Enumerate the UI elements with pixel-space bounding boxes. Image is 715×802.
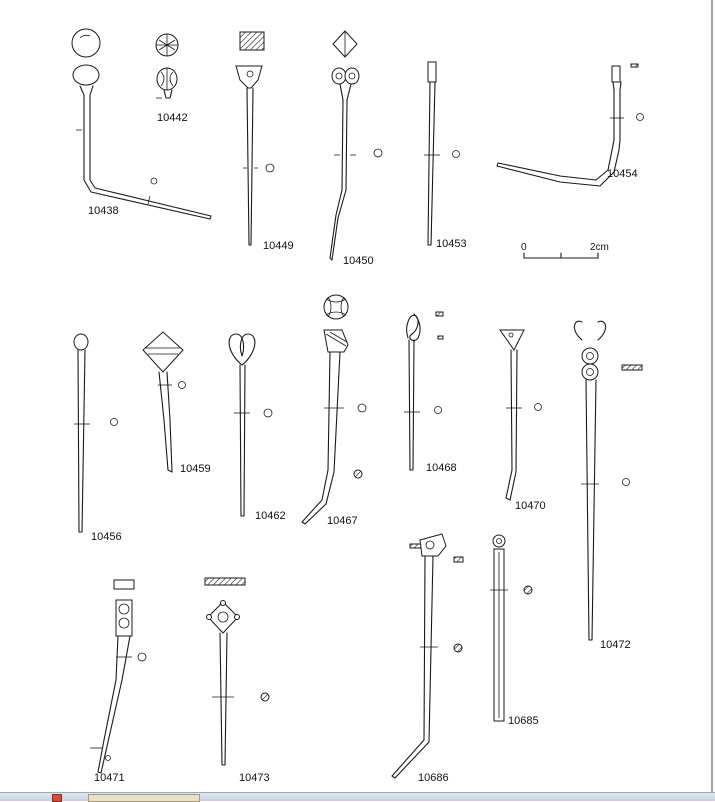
label-10449: 10449 [263, 240, 294, 252]
scale-bar [523, 252, 599, 259]
pin-10450 [329, 30, 383, 261]
label-10453: 10453 [436, 238, 467, 250]
label-10685: 10685 [508, 715, 539, 727]
pin-10470 [499, 329, 542, 501]
label-10459: 10459 [180, 463, 211, 475]
label-10471: 10471 [94, 772, 125, 784]
pin-10686 [391, 533, 464, 779]
pin-10468 [404, 311, 444, 471]
label-10462: 10462 [255, 510, 286, 522]
pin-10467 [301, 294, 367, 525]
pin-10442 [155, 33, 179, 99]
label-10473: 10473 [239, 772, 270, 784]
pin-10449 [235, 31, 275, 246]
pin-10438 [71, 28, 212, 220]
label-10456: 10456 [91, 531, 122, 543]
app-icon[interactable] [52, 794, 62, 802]
label-10686: 10686 [418, 772, 449, 784]
label-10442: 10442 [157, 112, 188, 124]
pin-10454 [496, 63, 644, 187]
label-10472: 10472 [600, 639, 631, 651]
label-10468: 10468 [426, 462, 457, 474]
window-button[interactable] [88, 794, 200, 802]
label-10454: 10454 [607, 168, 638, 180]
label-10470: 10470 [515, 500, 546, 512]
label-10450: 10450 [343, 255, 374, 267]
pin-10471 [90, 579, 147, 774]
label-10467: 10467 [327, 515, 358, 527]
pin-10462 [228, 333, 273, 517]
pin-10459 [142, 331, 186, 473]
scale-end-label: 2cm [590, 242, 609, 253]
pin-10685 [490, 534, 533, 722]
pin-10473 [204, 577, 270, 766]
pin-10456 [73, 333, 118, 533]
pin-10472 [573, 320, 643, 641]
scale-start-label: 0 [521, 242, 527, 253]
pin-10453 [424, 61, 460, 246]
label-10438: 10438 [88, 205, 119, 217]
